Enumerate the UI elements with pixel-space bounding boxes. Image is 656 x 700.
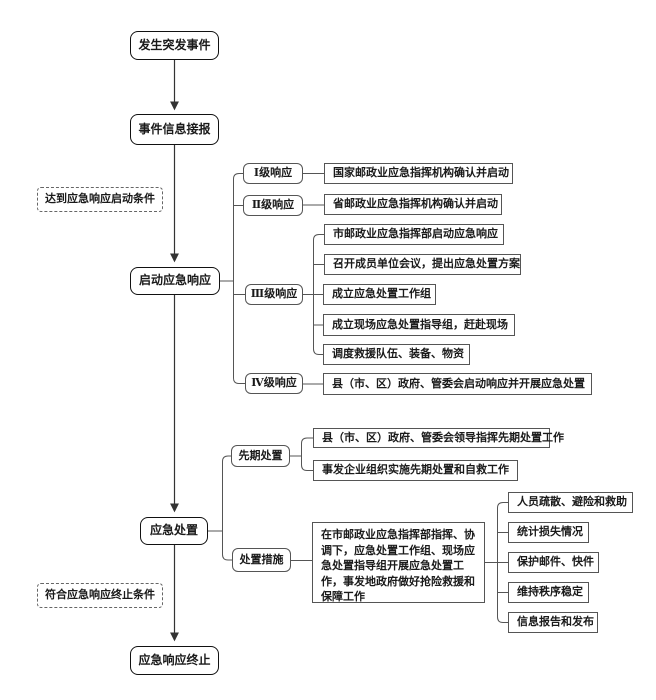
action-level3-meeting: 召开成员单位会议，提出应急处置方案 [324,254,521,275]
node-level-3: Ⅲ级响应 [245,284,303,305]
wire-handling-spine [222,455,232,561]
action-level4-county: 县（市、区）政府、管委会启动响应并开展应急处置 [323,373,592,395]
node-level-1: Ⅰ级响应 [243,163,303,184]
note-launch-condition: 达到应急响应启动条件 [37,187,163,212]
node-level-2: Ⅱ级响应 [243,195,303,216]
action-level3-onsite-group: 成立现场应急处置指导组，赶赴现场 [323,314,515,336]
action-level1-national: 国家邮政业应急指挥机构确认并启动 [324,163,513,184]
note-termination-condition: 符合应急响应终止条件 [37,583,163,608]
action-measure-info-release: 信息报告和发布 [508,612,598,633]
action-level3-workgroup: 成立应急处置工作组 [323,284,436,305]
action-pre-county-lead: 县（市、区）政府、管委会领导指挥先期处置工作 [313,428,564,448]
action-level3-dispatch: 调度救援队伍、装备、物资 [323,344,470,365]
node-emergency-disposal: 应急处置 [140,517,208,545]
box-measures-description: 在市邮政业应急指挥部指挥、协调下，应急处置工作组、现场应急处置指导组开展应急处置… [312,522,485,603]
node-response-termination: 应急响应终止 [130,646,219,675]
node-incident-occurs: 发生突发事件 [130,31,219,60]
action-pre-enterprise: 事发企业组织实施先期处置和自救工作 [313,460,518,481]
action-measure-order: 维持秩序稳定 [508,582,589,603]
node-level-4: Ⅳ级响应 [245,373,303,394]
node-launch-response: 启动应急响应 [130,267,220,295]
node-pre-disposal: 先期处置 [231,445,290,467]
node-info-report: 事件信息接报 [130,114,219,145]
action-level3-launch: 市邮政业应急指挥部启动应急响应 [324,224,504,245]
action-level2-provincial: 省邮政业应急指挥机构确认并启动 [324,194,502,215]
action-measure-loss-stats: 统计损失情况 [508,522,589,543]
action-measure-evacuation: 人员疏散、避险和救助 [508,492,633,513]
node-disposal-measures: 处置措施 [232,548,291,572]
action-measure-protect-mail: 保护邮件、快件 [508,552,599,573]
wire-levels-spine [233,173,245,384]
wire-pre-spine [301,437,313,471]
